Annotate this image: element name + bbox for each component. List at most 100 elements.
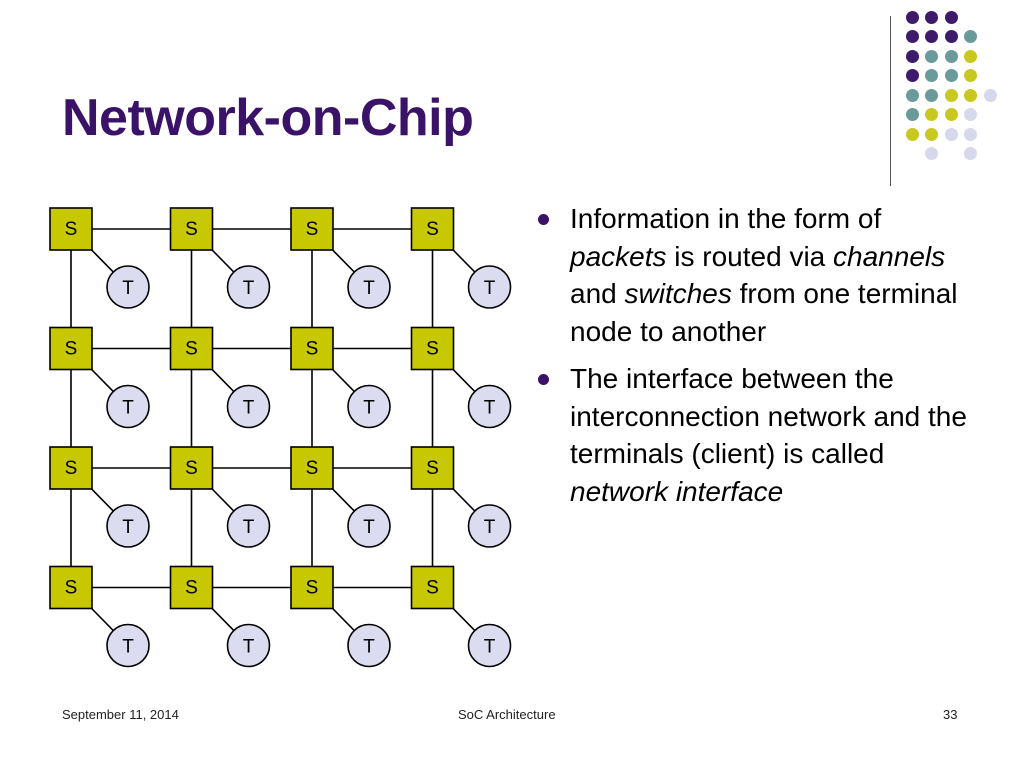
decorative-dot [944,88,958,102]
switch-node [410,326,455,371]
switch-label: S [65,458,78,479]
terminal-node [106,504,150,548]
terminal-node [467,384,512,429]
terminal-label: T [484,278,496,299]
switch-node [169,446,214,490]
terminal-node [106,623,150,668]
decorative-dot [944,127,958,141]
slide-title: Network-on-Chip [62,89,474,147]
decorative-dot [925,10,938,24]
decorative-dot [925,108,938,121]
decorative-dot [925,30,938,43]
switch-node [49,446,93,490]
terminal-node [347,623,391,668]
bullet-list: Information in the form of packets is ro… [536,200,976,520]
bullet-text: is routed via [666,240,834,272]
bullet-text: The interface between the interconnectio… [570,363,967,469]
terminal-node [347,384,391,429]
switch-node [290,207,334,251]
decorative-dot [964,127,977,141]
switch-node [49,326,93,371]
footer-page-number: 33 [943,707,958,722]
decorative-dot [964,88,977,102]
switch-node [410,446,455,490]
decorative-dot [905,30,919,43]
terminal-label: T [363,637,375,658]
footer-course: SoC Architecture [458,707,556,722]
terminal-label: T [484,637,496,658]
decorative-dot [925,49,938,63]
switch-label: S [426,219,439,240]
switch-node [169,326,214,371]
terminal-label: T [122,398,134,419]
terminal-node [226,504,271,548]
decorative-vertical-line [890,16,891,186]
terminal-node [106,265,150,309]
switch-label: S [426,458,439,479]
decorative-dot [905,88,919,102]
decorative-dot [964,108,977,121]
bullet-emphasis-text: packets [570,240,667,272]
decorative-dot [905,108,919,121]
switch-label: S [65,578,78,599]
terminal-label: T [243,398,255,419]
decorative-dot [925,88,938,102]
terminal-label: T [122,637,134,658]
decorative-dot [905,49,919,63]
switch-label: S [185,339,198,360]
switch-label: S [185,219,198,240]
switch-label: S [65,339,78,360]
decorative-dot [905,10,919,24]
terminal-node [226,623,271,668]
decorative-dot [964,69,977,82]
decorative-dot [964,147,977,160]
switch-node [410,207,455,251]
switch-node [290,565,334,610]
switch-label: S [306,578,319,599]
decorative-dot [925,69,938,82]
bullet-text: Information in the form of [570,203,882,234]
switch-node [169,207,214,251]
terminal-label: T [122,278,134,299]
switch-node [49,207,93,251]
bullet-dot-icon [538,374,549,385]
bullet-text: and [570,278,625,309]
switch-label: S [306,339,319,360]
terminal-label: T [484,517,496,538]
decorative-dot [964,49,977,63]
terminal-label: T [243,637,255,658]
bullet-item: The interface between the interconnectio… [536,360,976,510]
decorative-dot [944,108,958,121]
switch-label: S [185,578,198,599]
terminal-node [347,504,391,548]
bullet-item: Information in the form of packets is ro… [536,200,976,350]
switch-label: S [426,339,439,360]
terminal-node [106,384,150,429]
decorative-dot [944,30,958,43]
bullet-emphasis-text: switches [624,278,732,309]
terminal-label: T [243,278,255,299]
terminal-label: T [243,517,255,538]
switch-label: S [65,219,78,240]
decorative-dot [944,69,958,82]
bullet-emphasis-text: network interface [570,475,784,507]
switch-node [290,326,334,371]
terminal-node [226,384,271,429]
switch-node [290,446,334,490]
decorative-dot [983,88,997,102]
switch-label: S [306,219,319,240]
terminal-node [226,265,271,309]
bullet-emphasis-text: channels [833,240,946,272]
terminal-label: T [122,517,134,538]
terminal-node [467,504,512,548]
terminal-label: T [363,517,375,538]
switch-node [49,565,93,610]
decorative-dot [944,10,958,24]
footer-date: September 11, 2014 [62,707,179,722]
switch-label: S [426,578,439,599]
terminal-node [467,265,512,309]
decorative-dot [964,30,977,43]
switch-node [410,565,455,610]
